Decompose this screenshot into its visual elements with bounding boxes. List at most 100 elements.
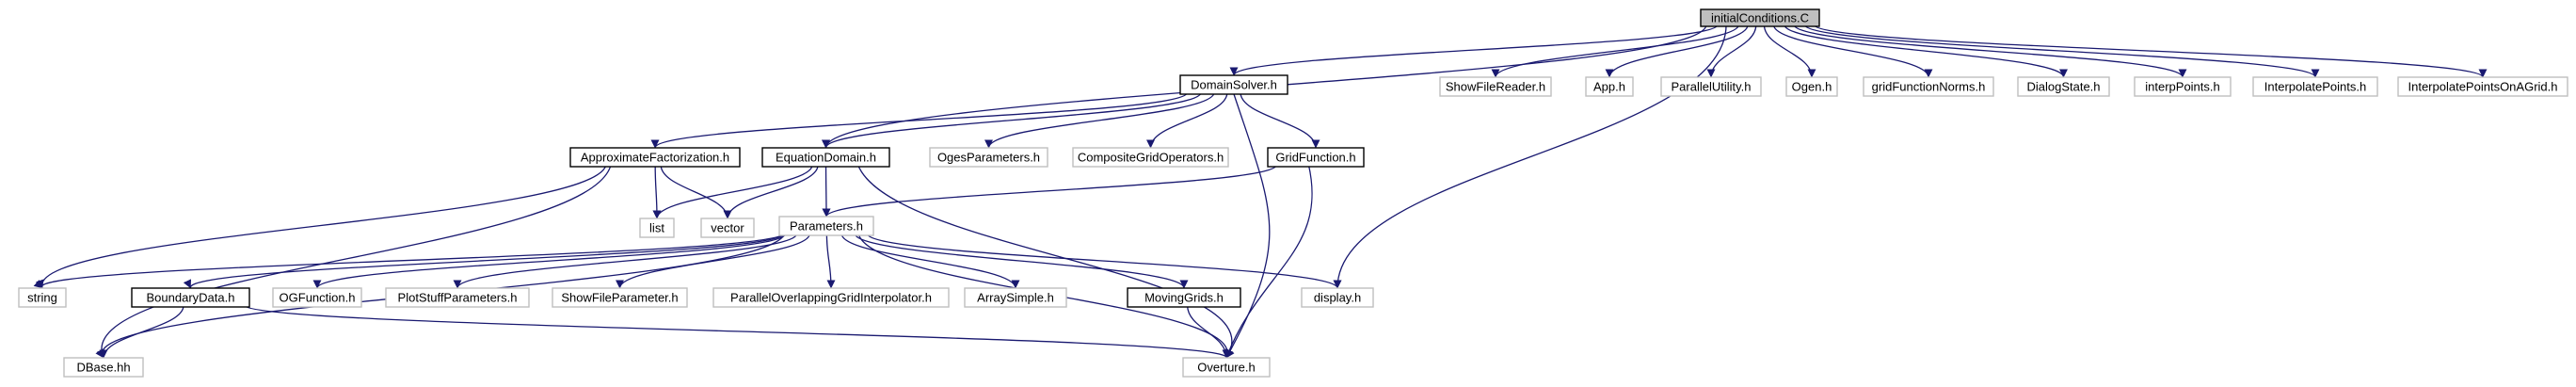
edge-ApproximateFactorization-to-vector [660,164,732,219]
node-label-ParallelOverlappingGridInterpolator: ParallelOverlappingGridInterpolator.h [730,291,932,305]
node-BoundaryData[interactable]: BoundaryData.h [131,287,250,308]
node-label-string: string [27,291,57,305]
edge-EquationDomain-to-vector [723,164,819,219]
node-box-ArraySimple [964,287,1067,308]
node-EquationDomain[interactable]: EquationDomain.h [761,147,890,168]
edge-DomainSolver-to-EquationDomain [822,91,1202,149]
edge-initialConditions-to-Ogen [1763,24,1816,78]
node-label-initialConditions: initialConditions.C [1711,11,1809,25]
edge-DomainSolver-to-ApproximateFactorization [650,91,1189,149]
node-box-interpPoints [2134,76,2232,97]
node-label-BoundaryData: BoundaryData.h [147,291,235,305]
node-label-ApproximateFactorization: ApproximateFactorization.h [581,151,729,165]
edge-initialConditions-to-App [1605,24,1749,78]
node-label-InterpolatePoints: InterpolatePoints.h [2264,80,2366,94]
edge-Parameters-to-ParallelOverlappingGridInterpolator [825,233,836,289]
node-initialConditions: initialConditions.C [1700,8,1820,27]
node-label-ParallelUtility: ParallelUtility.h [1671,80,1751,94]
node-box-CompositeGridOperators [1072,147,1229,168]
node-box-OGFunction [272,287,362,308]
edge-ApproximateFactorization-to-list [652,164,662,219]
node-DialogState: DialogState.h [2017,76,2110,97]
node-label-App: App.h [1593,80,1625,94]
node-box-EquationDomain [761,147,890,168]
node-DomainSolver[interactable]: DomainSolver.h [1179,74,1288,95]
node-Overture: Overture.h [1182,357,1271,378]
node-ShowFileParameter: ShowFileParameter.h [552,287,688,308]
edge-Parameters-to-display [866,233,1342,289]
node-ParallelUtility: ParallelUtility.h [1660,76,1762,97]
edge-initialConditions-to-ShowFileReader [1491,24,1740,78]
edges-layer [33,24,2488,359]
node-label-vector: vector [711,221,744,235]
edge-GridFunction-to-Parameters [822,164,1278,218]
node-InterpolatePointsOnAGrid: InterpolatePointsOnAGrid.h [2397,76,2568,97]
node-Ogen: Ogen.h [1785,76,1838,97]
node-box-display [1301,287,1374,308]
node-box-vector [700,218,755,238]
node-label-PlotStuffParameters: PlotStuffParameters.h [398,291,518,305]
node-display: display.h [1301,287,1374,308]
node-box-Ogen [1785,76,1838,97]
edge-GridFunction-to-Overture [1224,164,1313,359]
edge-initialConditions-to-DialogState [1784,24,2068,78]
edge-Parameters-to-BoundaryData [183,233,786,289]
node-box-Parameters [778,216,874,236]
node-ApproximateFactorization[interactable]: ApproximateFactorization.h [569,147,741,168]
node-label-interpPoints: interpPoints.h [2145,80,2220,94]
edge-ApproximateFactorization-to-string [36,164,607,289]
node-box-ParallelOverlappingGridInterpolator [712,287,950,308]
node-label-ShowFileParameter: ShowFileParameter.h [561,291,678,305]
edge-initialConditions-to-InterpolatePoints [1803,24,2320,78]
node-ArraySimple: ArraySimple.h [964,287,1067,308]
node-label-OGFunction: OGFunction.h [280,291,356,305]
node-box-MovingGrids [1127,287,1241,308]
node-box-App [1585,76,1634,97]
edge-initialConditions-to-ParallelUtility [1706,24,1757,78]
node-MovingGrids[interactable]: MovingGrids.h [1127,287,1241,308]
node-label-display: display.h [1314,291,1361,305]
edge-initialConditions-to-gridFunctionNorms [1772,24,1933,78]
node-string: string [18,287,67,308]
node-box-DomainSolver [1179,74,1288,95]
node-Parameters: Parameters.h [778,216,874,236]
edge-DomainSolver-to-OgesParameters [984,91,1215,149]
node-label-EquationDomain: EquationDomain.h [776,151,876,165]
node-label-GridFunction: GridFunction.h [1275,151,1355,165]
node-box-ParallelUtility [1660,76,1762,97]
node-CompositeGridOperators: CompositeGridOperators.h [1072,147,1229,168]
node-box-string [18,287,67,308]
node-label-OgesParameters: OgesParameters.h [937,151,1040,165]
node-OgesParameters: OgesParameters.h [929,147,1048,168]
node-label-DialogState: DialogState.h [2026,80,2100,94]
node-gridFunctionNorms: gridFunctionNorms.h [1863,76,1994,97]
node-label-InterpolatePointsOnAGrid: InterpolatePointsOnAGrid.h [2408,80,2558,94]
node-box-ShowFileParameter [552,287,688,308]
node-OGFunction: OGFunction.h [272,287,362,308]
edge-Parameters-to-MovingGrids [854,233,1189,289]
node-box-list [639,218,675,238]
edge-Parameters-to-string [33,233,786,289]
node-box-PlotStuffParameters [385,287,530,308]
node-box-ApproximateFactorization [569,147,741,168]
node-label-DomainSolver: DomainSolver.h [1191,78,1277,92]
edge-ApproximateFactorization-to-DBase [96,164,612,359]
node-box-DBase [63,357,144,378]
node-label-list: list [649,221,664,235]
node-PlotStuffParameters: PlotStuffParameters.h [385,287,530,308]
edge-BoundaryData-to-Overture [243,304,1234,359]
edge-Parameters-to-ArraySimple [840,233,1020,289]
node-label-gridFunctionNorms: gridFunctionNorms.h [1872,80,1986,94]
edge-Parameters-to-OGFunction [312,233,787,289]
edge-EquationDomain-to-list [652,164,813,219]
edge-DomainSolver-to-CompositeGridOperators [1146,91,1228,149]
node-App: App.h [1585,76,1634,97]
node-box-Overture [1182,357,1271,378]
node-box-DialogState [2017,76,2110,97]
node-ParallelOverlappingGridInterpolator: ParallelOverlappingGridInterpolator.h [712,287,950,308]
node-GridFunction[interactable]: GridFunction.h [1267,147,1365,168]
node-InterpolatePoints: InterpolatePoints.h [2252,76,2378,97]
edge-DomainSolver-to-GridFunction [1240,91,1320,149]
